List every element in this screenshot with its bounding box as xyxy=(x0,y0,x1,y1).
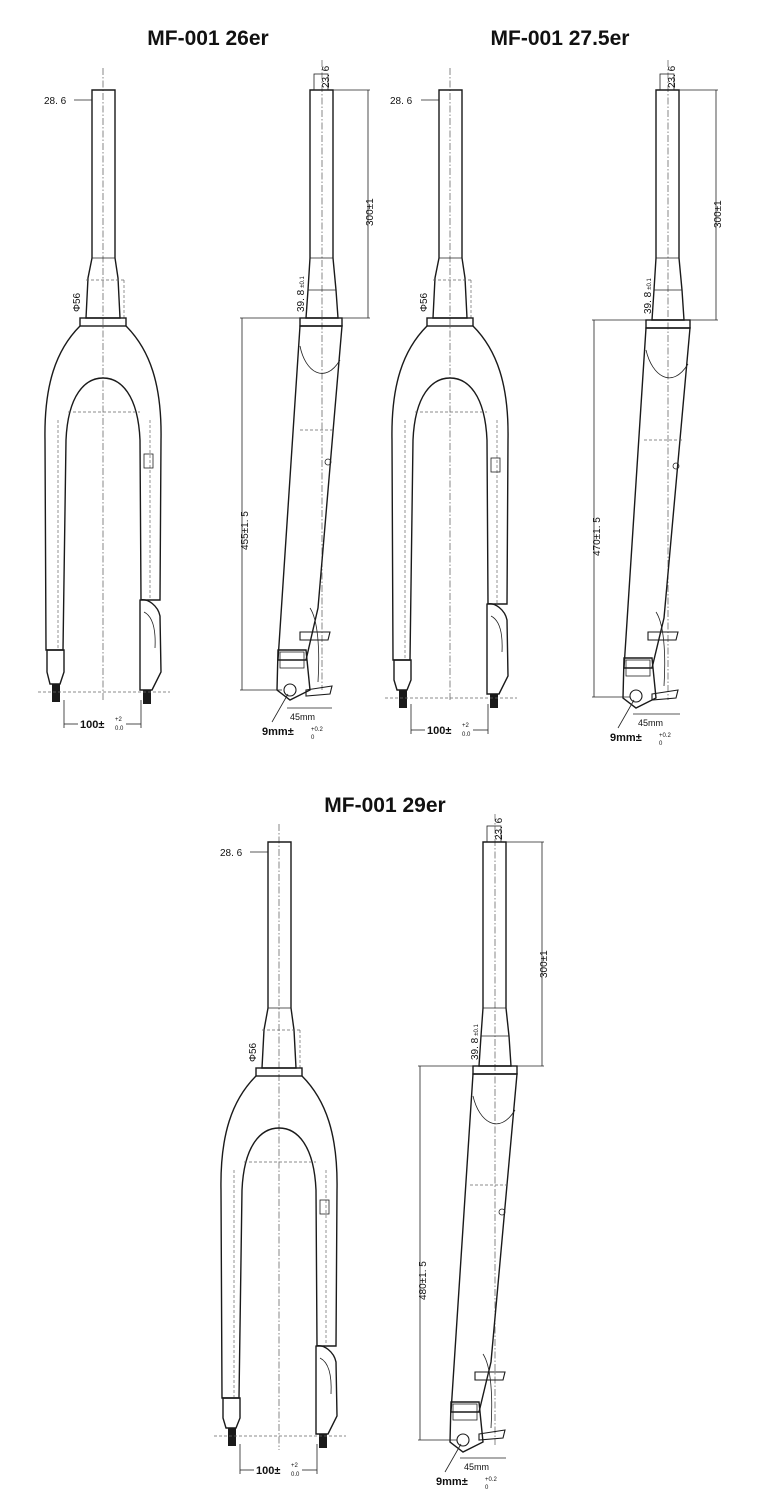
fork-275er-top-dia: 23. 6 xyxy=(667,65,678,88)
fork-29er-dropout: 9mm± xyxy=(436,1476,468,1488)
fork-275er-axle-crown: 470±1. 5 xyxy=(592,517,603,556)
fork-26er-crown-race: 39. 8±0.1 xyxy=(296,275,307,312)
fork-275er: MF-001 27.5er 28. 6 Φ56 xyxy=(385,27,724,747)
fork-275er-hub-spacing: 100± xyxy=(427,725,451,737)
fork-275er-dropout: 9mm± xyxy=(610,732,642,744)
fork-275er-hub-tol-upper: +2 xyxy=(462,723,470,729)
fork-26er-steerer-dia: 28. 6 xyxy=(44,96,67,107)
fork-29er-steerer-length: 300±1 xyxy=(539,950,550,978)
fork-275er-crown-race: 39. 8±0.1 xyxy=(643,277,654,314)
fork-26er-hub-tol-upper: +2 xyxy=(115,717,123,723)
fork-26er-steerer-length: 300±1 xyxy=(365,198,376,226)
fork-275er-crown-dia: Φ56 xyxy=(419,292,430,312)
fork-29er-hub-tol-upper: +2 xyxy=(291,1463,299,1469)
fork-26er-side-view: 300±1 23. 6 39. 8±0.1 455±1. 5 45mm 9mm±… xyxy=(240,60,376,741)
fork-29er-steerer-dia: 28. 6 xyxy=(220,848,243,859)
fork-26er-brake-offset: 45mm xyxy=(290,712,315,722)
fork-29er-hub-spacing: 100± xyxy=(256,1465,280,1477)
fork-275er-steerer-length: 300±1 xyxy=(713,200,724,228)
fork-29er-brake-offset: 45mm xyxy=(464,1462,489,1472)
fork-26er-crown-dia: Φ56 xyxy=(72,292,83,312)
fork-26er-dropout-tol-lower: 0 xyxy=(311,735,315,741)
fork-29er-crown-dia: Φ56 xyxy=(248,1042,259,1062)
fork-26er-hub-spacing: 100± xyxy=(80,719,104,731)
fork-26er-front-view: 28. 6 Φ56 100± +2 0.0 xyxy=(38,68,170,732)
fork-275er-steerer-dia: 28. 6 xyxy=(390,96,413,107)
fork-29er-top-dia: 23. 6 xyxy=(494,817,505,840)
fork-29er-crown-race: 39. 8±0.1 xyxy=(470,1023,481,1060)
fork-275er-front-view: 28. 6 Φ56 100± +2 0.0 xyxy=(385,68,517,738)
fork-29er-front-view: 28. 6 Φ56 100± +2 0.0 xyxy=(214,824,346,1478)
fork-26er-axle-crown: 455±1. 5 xyxy=(240,511,251,550)
fork-29er: MF-001 29er 28. 6 Φ56 xyxy=(214,794,550,1491)
fork-275er-title: MF-001 27.5er xyxy=(491,27,630,50)
fork-26er-dropout-tol-upper: +0.2 xyxy=(311,727,324,733)
fork-29er-side-view: 300±1 23. 6 39. 8±0.1 480±1. 5 45mm 9mm±… xyxy=(418,814,550,1491)
fork-275er-brake-offset: 45mm xyxy=(638,718,663,728)
fork-26er: MF-001 26er xyxy=(38,27,376,741)
fork-26er-dropout: 9mm± xyxy=(262,726,294,738)
fork-26er-hub-tol-lower: 0.0 xyxy=(115,726,124,732)
fork-275er-dropout-tol-lower: 0 xyxy=(659,741,663,747)
fork-275er-side-view: 300±1 23. 6 39. 8±0.1 470±1. 5 45mm 9mm±… xyxy=(592,60,724,747)
fork-29er-hub-tol-lower: 0.0 xyxy=(291,1472,300,1478)
fork-275er-hub-tol-lower: 0.0 xyxy=(462,732,471,738)
fork-26er-title: MF-001 26er xyxy=(147,27,268,50)
fork-29er-title: MF-001 29er xyxy=(324,794,445,817)
fork-26er-top-dia: 23. 6 xyxy=(321,65,332,88)
fork-29er-dropout-tol-lower: 0 xyxy=(485,1485,489,1491)
fork-29er-dropout-tol-upper: +0.2 xyxy=(485,1477,498,1483)
fork-29er-axle-crown: 480±1. 5 xyxy=(418,1261,429,1300)
fork-275er-dropout-tol-upper: +0.2 xyxy=(659,733,672,739)
